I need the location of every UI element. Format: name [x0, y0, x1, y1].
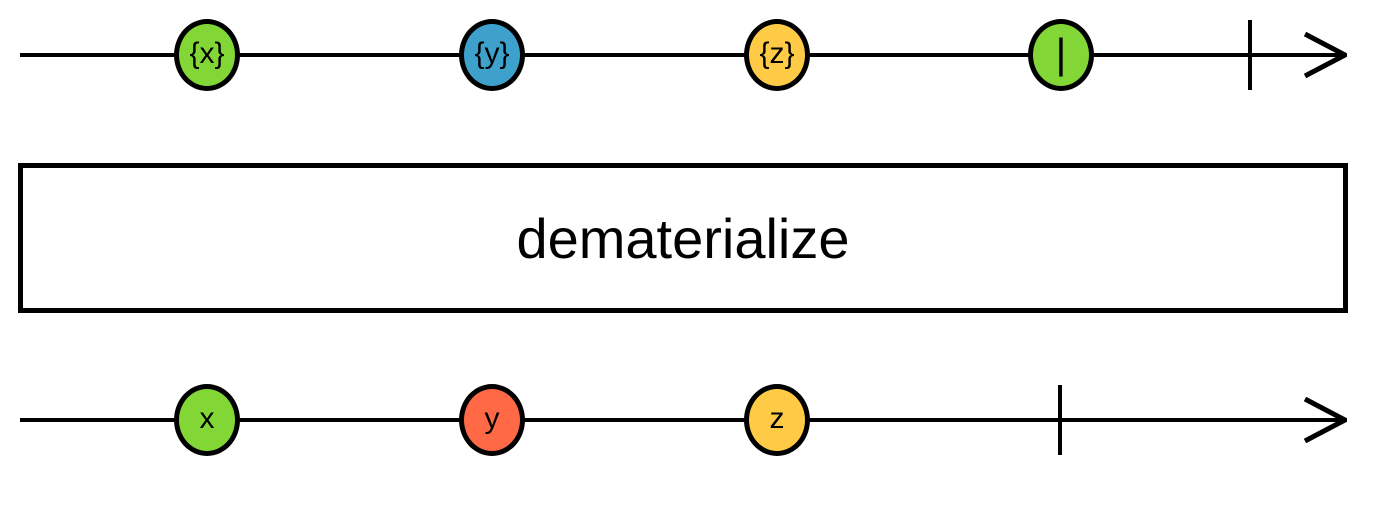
- input-marble-2-label: {y}: [474, 37, 510, 70]
- input-marble-4-label: |: [1055, 30, 1067, 77]
- output-marble-3: z: [744, 384, 810, 456]
- output-marble-3-label: z: [769, 402, 785, 435]
- input-timeline-arrowhead-icon: [1303, 32, 1347, 78]
- output-timeline-line: [20, 418, 1342, 422]
- input-marble-1-label: {x}: [189, 37, 225, 70]
- operator-box: dematerialize: [18, 163, 1348, 313]
- input-complete-tick: [1248, 20, 1252, 90]
- output-marble-2: y: [459, 384, 525, 456]
- input-marble-3: {z}: [744, 19, 810, 91]
- output-marble-2-label: y: [484, 402, 500, 435]
- input-marble-4: |: [1028, 19, 1094, 91]
- input-marble-3-label: {z}: [759, 37, 795, 70]
- operator-label: dematerialize: [516, 206, 850, 270]
- output-marble-1: x: [174, 384, 240, 456]
- output-timeline-arrowhead-icon: [1303, 397, 1347, 443]
- input-marble-2: {y}: [459, 19, 525, 91]
- output-marble-1-label: x: [199, 402, 215, 435]
- input-timeline-line: [20, 53, 1342, 57]
- input-marble-1: {x}: [174, 19, 240, 91]
- output-complete-tick: [1058, 385, 1062, 455]
